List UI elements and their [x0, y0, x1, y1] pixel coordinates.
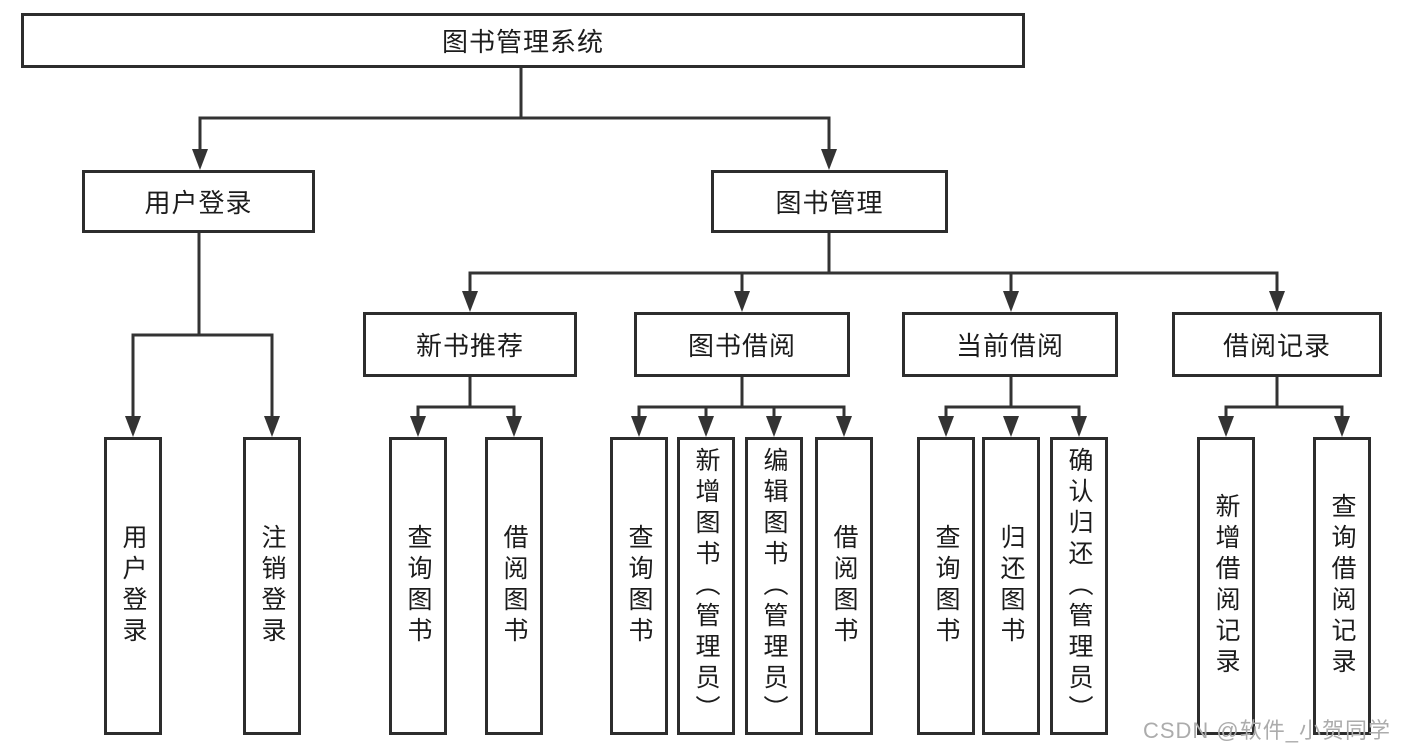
leaf-borrow-books-1: 借阅图书 — [485, 437, 543, 735]
node-borrowing-records: 借阅记录 — [1172, 312, 1382, 377]
node-book-management: 图书管理 — [711, 170, 948, 233]
node-label: 借阅图书 — [500, 524, 528, 648]
leaf-edit-book-admin: 编辑图书（管理员） — [745, 437, 803, 735]
node-label: 归还图书 — [997, 524, 1025, 648]
node-label: 查询借阅记录 — [1328, 493, 1356, 679]
node-new-book-recommend: 新书推荐 — [363, 312, 577, 377]
leaf-user-login: 用户登录 — [104, 437, 162, 735]
leaf-confirm-return-admin: 确认归还（管理员） — [1050, 437, 1108, 735]
node-library-management-system: 图书管理系统 — [21, 13, 1025, 68]
leaf-borrow-books-2: 借阅图书 — [815, 437, 873, 735]
node-label: 编辑图书（管理员） — [760, 446, 788, 726]
leaf-logout: 注销登录 — [243, 437, 301, 735]
leaf-add-book-admin: 新增图书（管理员） — [677, 437, 735, 735]
node-label: 图书借阅 — [687, 331, 796, 361]
node-label: 用户登录 — [144, 188, 253, 218]
node-label: 借阅记录 — [1222, 331, 1331, 361]
node-label: 查询图书 — [404, 524, 432, 648]
leaf-query-books-1: 查询图书 — [389, 437, 447, 735]
node-label: 查询图书 — [932, 524, 960, 648]
node-label: 图书管理系统 — [441, 27, 604, 57]
node-book-borrowing: 图书借阅 — [634, 312, 850, 377]
arrowhead-icons — [125, 149, 1350, 437]
node-label: 用户登录 — [119, 524, 147, 648]
node-label: 查询图书 — [625, 524, 653, 648]
leaf-add-borrow-record: 新增借阅记录 — [1197, 437, 1255, 735]
leaf-return-book: 归还图书 — [982, 437, 1040, 735]
leaf-query-books-2: 查询图书 — [610, 437, 668, 735]
node-label: 图书管理 — [775, 188, 884, 218]
node-user-login: 用户登录 — [82, 170, 315, 233]
node-current-borrowing: 当前借阅 — [902, 312, 1118, 377]
node-label: 借阅图书 — [830, 524, 858, 648]
node-label: 确认归还（管理员） — [1065, 446, 1093, 726]
node-label: 当前借阅 — [955, 331, 1064, 361]
node-label: 新增借阅记录 — [1212, 493, 1240, 679]
leaf-query-borrow-record: 查询借阅记录 — [1313, 437, 1371, 735]
node-label: 新书推荐 — [415, 331, 524, 361]
csdn-watermark: CSDN @软件_小贺同学 — [1142, 718, 1391, 743]
leaf-query-books-3: 查询图书 — [917, 437, 975, 735]
node-label: 新增图书（管理员） — [692, 446, 720, 726]
node-label: 注销登录 — [258, 524, 286, 648]
